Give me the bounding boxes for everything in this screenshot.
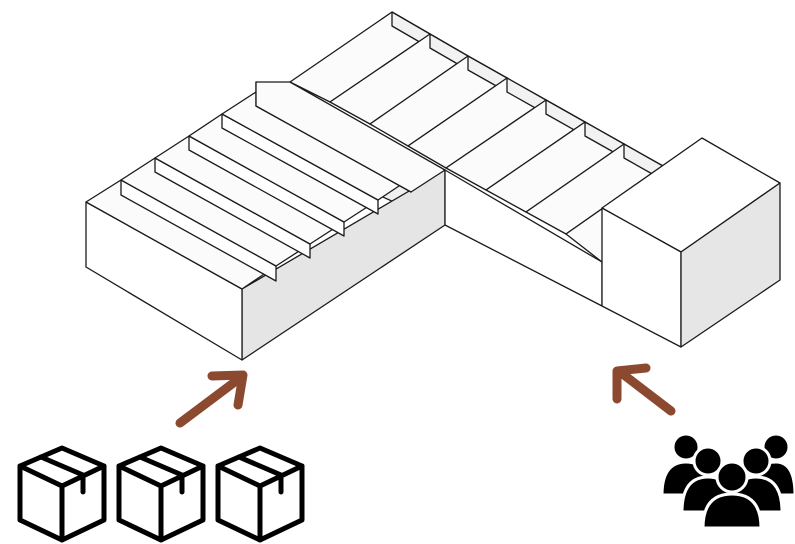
arrow-up-left-icon [612, 363, 676, 416]
packages-group [17, 445, 305, 543]
left-steps [85, 81, 446, 290]
right-staircase [289, 11, 781, 348]
crowd-icon [660, 432, 795, 530]
package-icon [17, 445, 107, 543]
landing-cube [601, 137, 781, 348]
left-staircase [85, 81, 446, 361]
arrow-up-right-icon [175, 370, 248, 428]
cube-side [680, 182, 781, 348]
package-icon [116, 445, 206, 543]
package-icon [215, 445, 305, 543]
